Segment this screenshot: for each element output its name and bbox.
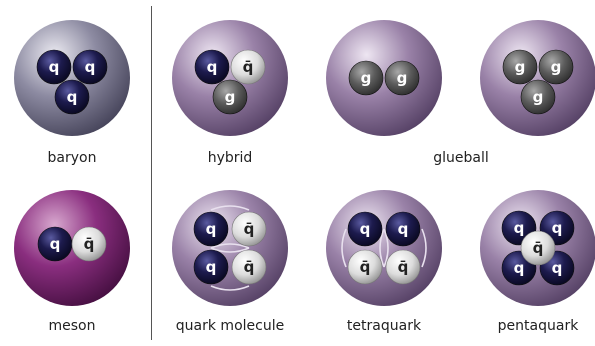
bond-line (210, 205, 250, 253)
antiquark-symbol: q̄ (398, 258, 409, 276)
quark: q (193, 211, 229, 247)
particle-tetraquark: q q q̄ q̄ (326, 190, 442, 306)
particle-pentaquark: q q q q q̄ (480, 190, 595, 306)
gluon-ball (212, 79, 248, 115)
quark-symbol: q (206, 220, 217, 238)
label-baryon: baryon (47, 150, 97, 166)
antiquark-ball (231, 249, 267, 285)
quark-symbol: q (206, 258, 217, 276)
quark: q (54, 79, 90, 115)
quark-symbol: q (50, 235, 61, 253)
label-glueball: glueball (433, 150, 489, 166)
antiquark-symbol: q̄ (360, 258, 371, 276)
gluon: g (520, 79, 556, 115)
antiquark-symbol: q̄ (533, 239, 544, 257)
section-divider (151, 6, 152, 340)
quark: q (385, 211, 421, 247)
label-tetraquark: tetraquark (346, 318, 422, 334)
quark-ball (385, 211, 421, 247)
particle-sphere (326, 190, 442, 306)
bond-line (210, 243, 250, 291)
quark-ball (193, 211, 229, 247)
particle-quark-molecule: q q̄ q q̄ (172, 190, 288, 306)
label-meson: meson (48, 318, 96, 334)
gluon-symbol: g (397, 69, 408, 87)
quark: q (193, 249, 229, 285)
antiquark-ball (71, 226, 107, 262)
gluon: g (538, 49, 574, 85)
particle-sphere (14, 190, 130, 306)
particle-sphere (14, 20, 130, 136)
antiquark-ball (385, 249, 421, 285)
antiquark-ball (231, 211, 267, 247)
quark-symbol: q (514, 259, 525, 277)
quark: q (72, 49, 108, 85)
label-hybrid: hybrid (207, 150, 253, 166)
antiquark: q̄ (230, 49, 266, 85)
gluon-symbol: g (361, 69, 372, 87)
quark-symbol: q (85, 58, 96, 76)
gluon-symbol: g (533, 88, 544, 106)
antiquark-symbol: q̄ (244, 220, 255, 238)
particle-sphere (326, 20, 442, 136)
gluon-ball (520, 79, 556, 115)
quark: q (36, 49, 72, 85)
gluon-ball (538, 49, 574, 85)
antiquark-symbol: q̄ (84, 235, 95, 253)
gluon-symbol: g (515, 58, 526, 76)
gluon: g (384, 60, 420, 96)
quark-ball (193, 249, 229, 285)
label-quark-molecule: quark molecule (175, 318, 285, 334)
quark-symbol: q (514, 219, 525, 237)
antiquark: q̄ (520, 230, 556, 266)
quark-symbol: q (552, 259, 563, 277)
quark-symbol: q (49, 58, 60, 76)
gluon-symbol: g (225, 88, 236, 106)
particle-meson: q q̄ (14, 190, 130, 306)
antiquark-symbol: q̄ (243, 58, 254, 76)
gluon-symbol: g (551, 58, 562, 76)
quark-ball (194, 49, 230, 85)
gluon: g (212, 79, 248, 115)
antiquark: q̄ (231, 249, 267, 285)
antiquark: q̄ (385, 249, 421, 285)
gluon-ball (384, 60, 420, 96)
particle-sphere (480, 20, 595, 136)
particle-sphere (172, 190, 288, 306)
gluon-ball (502, 49, 538, 85)
quark-symbol: q (207, 58, 218, 76)
quark-ball (347, 211, 383, 247)
gluon: g (502, 49, 538, 85)
quark-symbol: q (360, 220, 371, 238)
quark: q (347, 211, 383, 247)
bond-line (379, 228, 427, 268)
bond-line (341, 228, 389, 268)
antiquark: q̄ (71, 226, 107, 262)
particle-hybrid: q q̄ g (172, 20, 288, 136)
antiquark-ball (520, 230, 556, 266)
antiquark-ball (347, 249, 383, 285)
antiquark: q̄ (347, 249, 383, 285)
quark-ball (72, 49, 108, 85)
label-pentaquark: pentaquark (497, 318, 579, 334)
quark-symbol: q (67, 88, 78, 106)
gluon-ball (348, 60, 384, 96)
antiquark: q̄ (231, 211, 267, 247)
quark-ball (36, 49, 72, 85)
quark: q (37, 226, 73, 262)
antiquark-symbol: q̄ (244, 258, 255, 276)
gluon: g (348, 60, 384, 96)
quark-symbol: q (552, 219, 563, 237)
particle-sphere (172, 20, 288, 136)
quark-ball (54, 79, 90, 115)
antiquark-ball (230, 49, 266, 85)
quark: q (194, 49, 230, 85)
quark-symbol: q (398, 220, 409, 238)
